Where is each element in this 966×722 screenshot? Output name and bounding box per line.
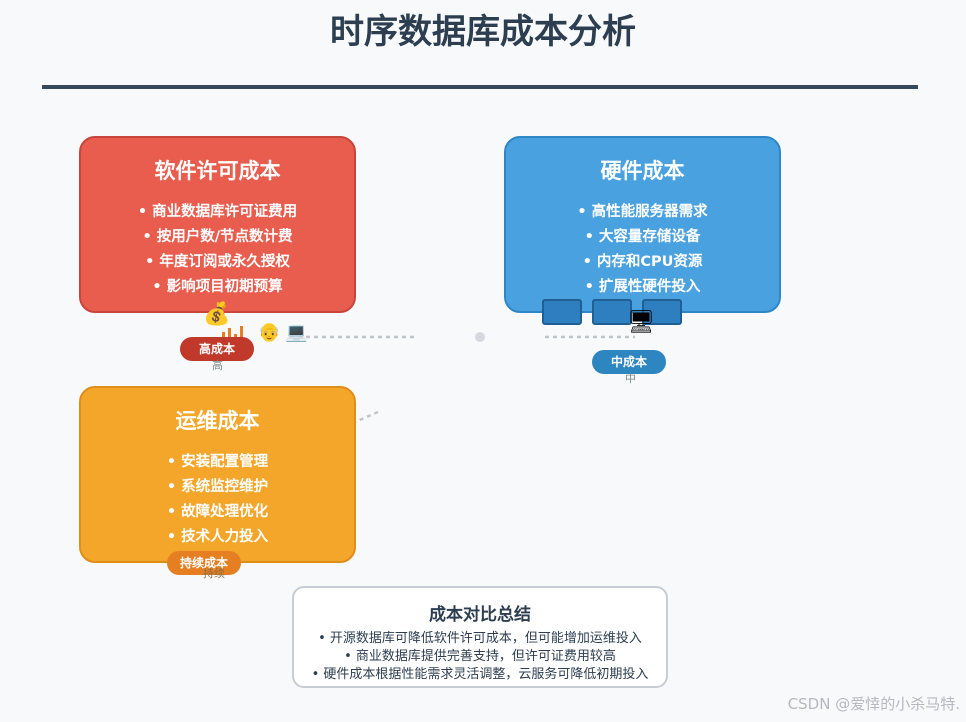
ongoing-cost-badge: 持续成本 [167, 551, 241, 575]
ongoing-cost-label: 持续 [203, 567, 225, 580]
software-card-title: 软件许可成本 [154, 159, 281, 183]
money-bag-icon: 💰 [203, 302, 231, 327]
person-icon: 👴 [258, 322, 281, 343]
ops-card-title: 运维成本 [175, 409, 260, 433]
high-cost-label: 高 [212, 359, 223, 372]
hardware-card-title: 硬件成本 [600, 159, 685, 183]
summary-item: • 开源数据库可降低软件许可成本，但可能增加运维投入 [318, 631, 642, 646]
software-license-card: 软件许可成本 • 商业数据库许可证费用 • 按用户数/节点数计费 • 年度订阅或… [79, 136, 356, 313]
summary-item: • 商业数据库提供完善支持，但许可证费用较高 [344, 649, 616, 664]
watermark: CSDN @爱悻的小杀马特. [787, 695, 960, 713]
list-item: • 按用户数/节点数计费 [142, 229, 293, 245]
laptop-icon: 💻 [285, 322, 308, 343]
server-icon [592, 299, 632, 325]
server-icon [642, 299, 682, 325]
operations-card: 运维成本 • 安装配置管理 • 系统监控维护 • 故障处理优化 • 技术人力投入 [79, 386, 356, 563]
title-divider [42, 85, 918, 89]
summary-title: 成本对比总结 [429, 605, 531, 625]
list-item: • 安装配置管理 [166, 454, 269, 470]
high-cost-badge: 高成本 [180, 337, 254, 361]
list-item: • 系统监控维护 [166, 479, 269, 495]
list-item: • 影响项目初期预算 [152, 279, 283, 295]
list-item: • 技术人力投入 [166, 529, 269, 545]
list-item: • 内存和CPU资源 [582, 254, 703, 270]
list-item: • 故障处理优化 [166, 504, 269, 520]
monitor-icon: 🖥 [627, 310, 655, 335]
list-item: • 大容量存储设备 [584, 229, 701, 245]
summary-item: • 硬件成本根据性能需求灵活调整，云服务可降低初期投入 [311, 667, 649, 682]
list-item: • 扩展性硬件投入 [584, 279, 701, 295]
summary-box: 成本对比总结 • 开源数据库可降低软件许可成本，但可能增加运维投入 • 商业数据… [292, 586, 668, 688]
connector-node [475, 332, 485, 342]
page-title: 时序数据库成本分析 [330, 12, 636, 52]
server-icon [542, 299, 582, 325]
hardware-card: 硬件成本 • 高性能服务器需求 • 大容量存储设备 • 内存和CPU资源 • 扩… [504, 136, 781, 313]
medium-cost-badge: 中成本 [592, 350, 666, 374]
medium-cost-label: 中 [625, 372, 636, 385]
list-item: • 高性能服务器需求 [577, 204, 708, 220]
list-item: • 商业数据库许可证费用 [137, 204, 298, 220]
list-item: • 年度订阅或永久授权 [145, 254, 290, 270]
